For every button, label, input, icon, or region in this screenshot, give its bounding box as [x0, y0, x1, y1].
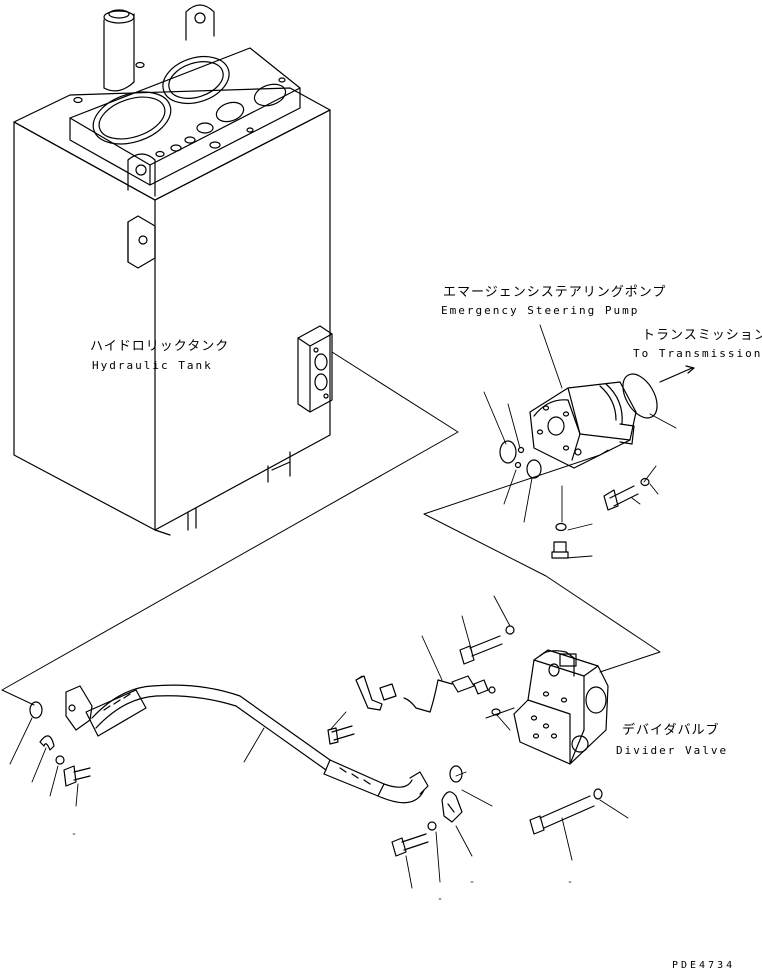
connection-lines	[2, 352, 660, 718]
hydraulic-tank-label-en: Hydraulic Tank	[92, 359, 213, 372]
split-flange-right	[442, 792, 462, 822]
pump-label-jp: エマージェンシステアリングポンプ	[443, 285, 667, 300]
breather-pipe	[104, 10, 134, 91]
lifting-eye-top	[186, 5, 214, 40]
pump-label-en: Emergency Steering Pump	[441, 304, 640, 317]
hose-assembly	[66, 685, 428, 803]
arrow-to-transmission	[660, 366, 694, 382]
pump-seals	[500, 368, 664, 558]
divider-valve	[514, 650, 608, 764]
hose-bolts	[30, 702, 436, 856]
split-flange-left	[40, 736, 54, 750]
tank-outlet-flange	[298, 326, 332, 412]
transmission-label-jp: トランスミッションへ	[642, 328, 762, 343]
lifting-eye-front	[128, 154, 155, 196]
valve-mounting-bolt	[530, 789, 602, 834]
hydraulic-tank-label-jp: ハイドロリックタンク	[90, 339, 230, 354]
drawing-code: PDE4734	[672, 960, 736, 971]
side-bracket	[128, 216, 155, 268]
transmission-label-en: To Transmission	[633, 347, 762, 360]
hydraulic-tank	[14, 88, 330, 535]
divider-valve-label-en: Divider Valve	[616, 744, 729, 757]
pressure-sensor	[380, 676, 500, 715]
tank-top-plate	[70, 48, 300, 185]
divider-valve-label-jp: デバイダバルブ	[622, 723, 720, 738]
leader-lines-lower	[10, 596, 628, 888]
valve-bolt-upper	[460, 626, 514, 664]
leader-lines-pump	[484, 325, 676, 558]
pump-bolt	[604, 479, 649, 511]
wire-clamp	[328, 676, 382, 744]
callout-ticks	[73, 834, 571, 899]
emergency-steering-pump	[530, 382, 636, 468]
